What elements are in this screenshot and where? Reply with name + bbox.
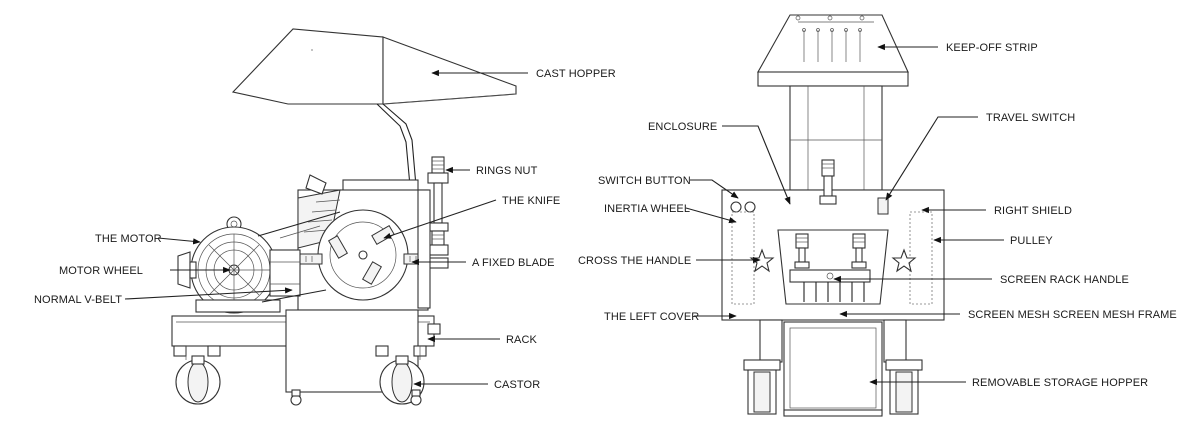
label-rack: RACK	[506, 334, 538, 346]
label-screen-rack-handle: SCREEN RACK HANDLE	[1000, 274, 1129, 286]
front-view-leaders	[685, 43, 1004, 386]
castor-drawing	[175, 355, 425, 406]
side-view-leaders	[124, 69, 528, 388]
main-body-drawing	[721, 159, 945, 321]
rings-nut-drawing	[417, 156, 449, 309]
cutting-chamber	[297, 174, 429, 311]
label-cast-hopper: CAST HOPPER	[536, 68, 616, 80]
label-the-motor: THE MOTOR	[95, 233, 162, 245]
label-switch-button: SWITCH BUTTON	[598, 175, 691, 187]
label-motor-wheel: MOTOR WHEEL	[59, 265, 143, 277]
label-pulley: PULLEY	[1010, 235, 1053, 247]
cast-hopper-drawing	[231, 28, 517, 187]
side-view: CAST HOPPER RINGS NUT THE KNIFE THE MOTO…	[34, 28, 616, 406]
label-travel-switch: TRAVEL SWITCH	[986, 112, 1075, 124]
label-a-fixed-blade: A FIXED BLADE	[472, 257, 555, 269]
label-keep-off-strip: KEEP-OFF STRIP	[946, 42, 1038, 54]
label-the-left-cover: THE LEFT COVER	[604, 311, 699, 323]
enclosure-drawing	[789, 85, 883, 191]
front-view: KEEP-OFF STRIP ENCLOSURE TRAVEL SWITCH S…	[578, 14, 1177, 417]
front-castor-drawing	[743, 359, 923, 415]
label-castor: CASTOR	[494, 379, 540, 391]
label-removable-storage-hopper: REMOVABLE STORAGE HOPPER	[972, 377, 1148, 389]
label-cross-the-handle: CROSS THE HANDLE	[578, 255, 691, 267]
storage-hopper-drawing	[759, 319, 907, 417]
label-enclosure: ENCLOSURE	[648, 121, 717, 133]
label-inertia-wheel: INERTIA WHEEL	[604, 203, 690, 215]
label-the-knife: THE KNIFE	[502, 195, 560, 207]
label-rings-nut: RINGS NUT	[476, 165, 538, 177]
label-screen-mesh-frame: SCREEN MESH SCREEN MESH FRAME	[968, 309, 1177, 321]
label-normal-v-belt: NORMAL V-BELT	[34, 294, 122, 306]
keep-off-strip-drawing	[757, 14, 909, 87]
label-right-shield: RIGHT SHIELD	[994, 205, 1072, 217]
